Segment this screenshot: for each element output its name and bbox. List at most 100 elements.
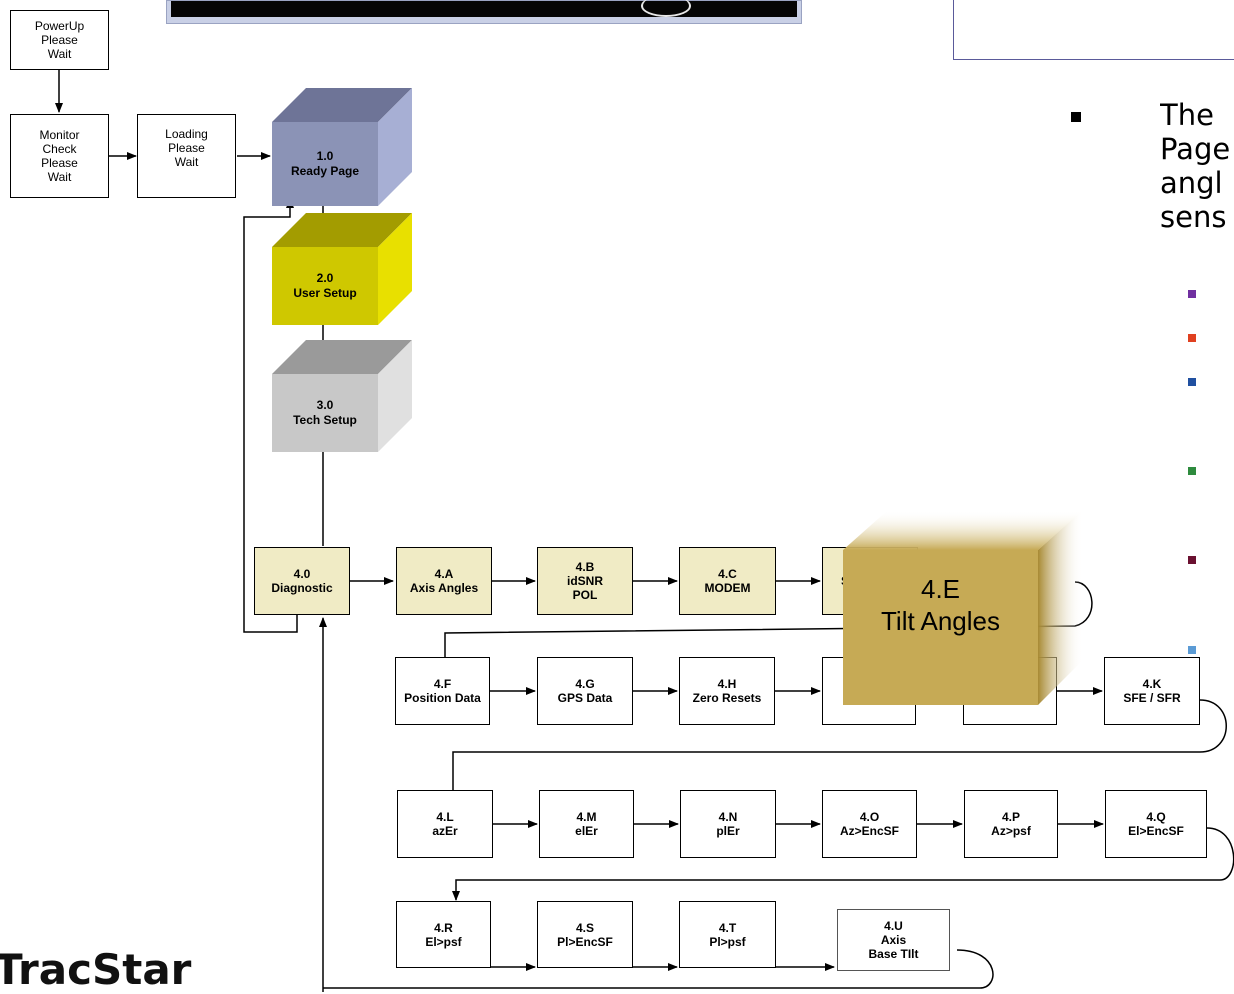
azer-title: azEr	[432, 824, 458, 838]
loading-line-3: Wait	[174, 155, 199, 169]
pol-title: POL	[572, 588, 598, 602]
main-bullet	[1071, 112, 1081, 122]
tilt-angles-cube-shape	[843, 510, 1083, 705]
pl-psf-box[interactable]: 4.T Pl>psf	[679, 901, 776, 968]
sfe-sfr-title: SFE / SFR	[1123, 691, 1181, 705]
side-text-line-3: angl	[1160, 166, 1223, 200]
loading-box: Loading Please Wait	[137, 114, 236, 198]
monitor-line-1: Monitor	[39, 128, 80, 142]
zero-resets-number: 4.H	[717, 677, 737, 691]
position-data-number: 4.F	[433, 677, 452, 691]
axis-angles-box[interactable]: 4.A Axis Angles	[396, 547, 492, 615]
axis-base-tilt-number: 4.U	[884, 919, 903, 933]
az-encsf-title: Az>EncSF	[839, 824, 899, 838]
idsnr-pol-box[interactable]: 4.B idSNR POL	[537, 547, 633, 615]
zero-resets-title: Zero Resets	[692, 691, 762, 705]
user-setup-cube-shape	[272, 213, 412, 325]
az-encsf-number: 4.O	[859, 810, 880, 824]
callout-box	[953, 0, 1234, 60]
sfe-sfr-number: 4.K	[1142, 677, 1162, 691]
az-encsf-box[interactable]: 4.O Az>EncSF	[822, 790, 917, 858]
axis-angles-title: Axis Angles	[409, 581, 479, 595]
header-image-strip	[166, 0, 802, 24]
pl-psf-number: 4.T	[718, 920, 737, 935]
tech-setup-title: Tech Setup	[293, 413, 357, 427]
azer-box[interactable]: 4.L azEr	[397, 790, 493, 858]
gps-data-title: GPS Data	[557, 691, 613, 705]
ready-page-label: 1.0 Ready Page	[272, 122, 378, 206]
gps-data-box[interactable]: 4.G GPS Data	[537, 657, 633, 725]
pler-title: plEr	[716, 824, 740, 838]
sfe-sfr-box[interactable]: 4.K SFE / SFR	[1104, 657, 1200, 725]
axis-base-tilt-title-2: Base TIlt	[868, 947, 919, 961]
pl-encsf-title: Pl>EncSF	[557, 934, 613, 949]
monitor-line-2: Check	[42, 142, 77, 156]
modem-number: 4.C	[718, 567, 737, 581]
eler-number: 4.M	[576, 810, 597, 824]
idsnr-number: 4.B	[575, 560, 595, 574]
pl-encsf-box[interactable]: 4.S Pl>EncSF	[537, 901, 633, 968]
ready-page-cube[interactable]: 1.0 Ready Page	[272, 88, 412, 206]
gps-data-number: 4.G	[575, 677, 595, 691]
loading-line-1: Loading	[165, 127, 208, 141]
eler-box[interactable]: 4.M elEr	[539, 790, 634, 858]
tilt-angles-label: 4.E Tilt Angles	[843, 550, 1038, 660]
ready-page-cube-shape	[272, 88, 412, 206]
ready-page-title: Ready Page	[290, 164, 360, 178]
sub-bullet-3	[1188, 378, 1196, 386]
az-psf-box[interactable]: 4.P Az>psf	[964, 790, 1058, 858]
pl-psf-title: Pl>psf	[709, 934, 746, 949]
tech-setup-cube[interactable]: 3.0 Tech Setup	[272, 340, 412, 452]
monitor-check-box: Monitor Check Please Wait	[10, 114, 109, 198]
el-psf-box[interactable]: 4.R El>psf	[396, 901, 491, 968]
axis-angles-number: 4.A	[434, 567, 454, 581]
axis-base-tilt-box[interactable]: 4.U Axis Base TIlt	[837, 909, 950, 971]
el-encsf-number: 4.Q	[1146, 810, 1166, 824]
tech-setup-cube-shape	[272, 340, 412, 452]
side-text: The Page angl sens	[1160, 98, 1234, 234]
zero-resets-box[interactable]: 4.H Zero Resets	[679, 657, 775, 725]
loading-line-2: Please	[168, 141, 205, 155]
pler-box[interactable]: 4.N plEr	[680, 790, 776, 858]
tech-setup-number: 3.0	[316, 398, 334, 412]
el-encsf-title: El>EncSF	[1128, 824, 1184, 838]
diagnostic-number: 4.0	[293, 567, 311, 581]
pler-number: 4.N	[718, 810, 738, 824]
user-setup-number: 2.0	[316, 271, 334, 285]
tracstar-logo: TracStar	[0, 945, 192, 994]
monitor-line-4: Wait	[47, 170, 72, 184]
powerup-box: PowerUp Please Wait	[10, 10, 109, 70]
pl-encsf-number: 4.S	[575, 920, 594, 935]
eler-title: elEr	[575, 824, 598, 838]
tilt-angles-number: 4.E	[920, 574, 961, 604]
position-data-box[interactable]: 4.F Position Data	[395, 657, 490, 725]
powerup-line-2: Please	[41, 33, 78, 47]
powerup-line-1: PowerUp	[34, 19, 85, 33]
el-psf-number: 4.R	[434, 920, 453, 935]
sub-bullet-5	[1188, 556, 1196, 564]
sub-bullet-6	[1188, 646, 1196, 654]
el-encsf-box[interactable]: 4.Q El>EncSF	[1105, 790, 1207, 858]
tilt-angles-title: Tilt Angles	[881, 606, 1000, 636]
sub-bullet-1	[1188, 290, 1196, 298]
modem-title: MODEM	[704, 581, 751, 595]
azer-number: 4.L	[436, 810, 454, 824]
user-setup-label: 2.0 User Setup	[272, 247, 378, 325]
side-text-line-1: The	[1160, 98, 1214, 132]
sub-bullet-2	[1188, 334, 1196, 342]
side-text-line-2: Page	[1160, 132, 1231, 166]
side-text-line-4: sens	[1160, 200, 1227, 234]
az-psf-title: Az>psf	[991, 824, 1031, 838]
user-setup-title: User Setup	[293, 286, 357, 300]
position-data-title: Position Data	[404, 691, 481, 705]
tech-setup-label: 3.0 Tech Setup	[272, 374, 378, 452]
powerup-line-3: Wait	[47, 47, 72, 61]
user-setup-cube[interactable]: 2.0 User Setup	[272, 213, 412, 325]
idsnr-title: idSNR	[567, 574, 603, 588]
tilt-angles-highlight[interactable]: 4.E Tilt Angles	[843, 510, 1093, 705]
modem-box[interactable]: 4.C MODEM	[679, 547, 776, 615]
sub-bullet-4	[1188, 467, 1196, 475]
diagnostic-box[interactable]: 4.0 Diagnostic	[254, 547, 350, 615]
el-psf-title: El>psf	[425, 934, 462, 949]
axis-base-tilt-title-1: Axis	[880, 933, 907, 947]
